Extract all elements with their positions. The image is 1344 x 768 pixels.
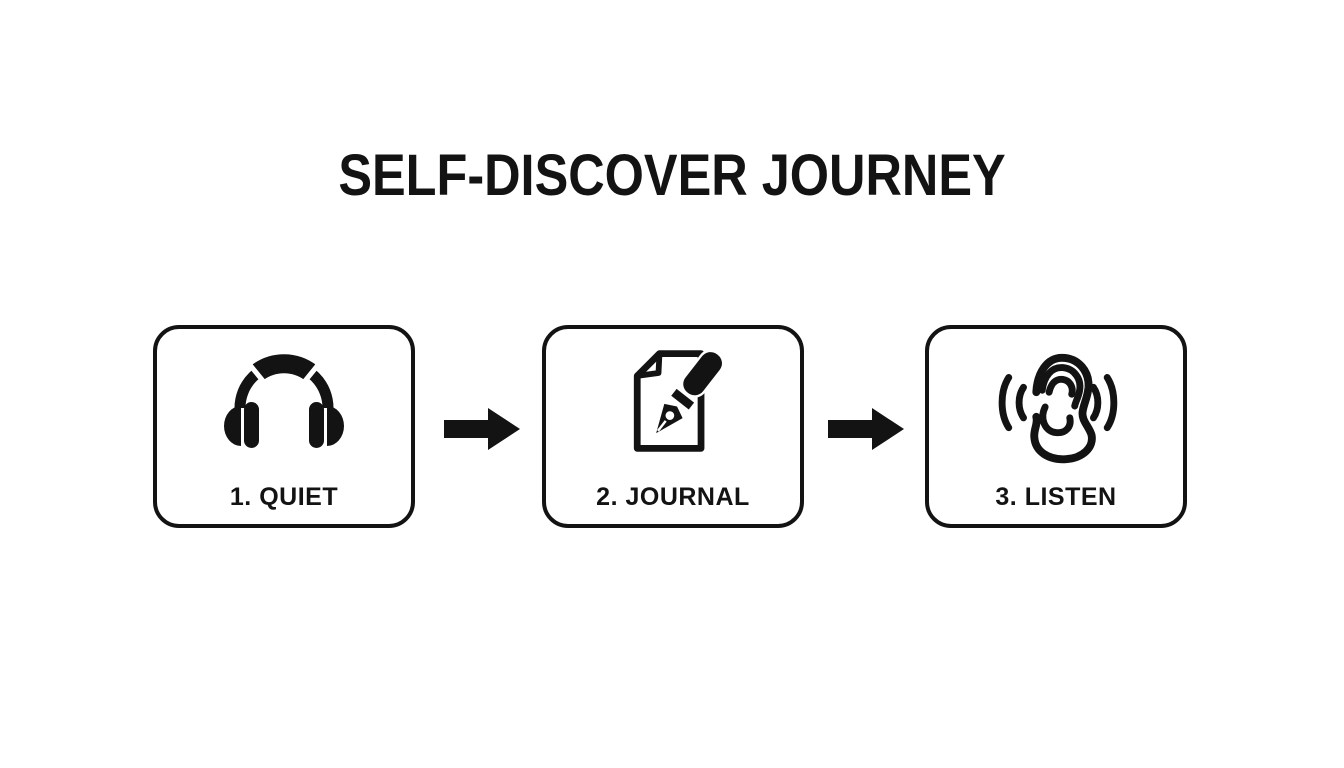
step-label-listen: 3. LISTEN — [995, 483, 1117, 511]
step-label-journal: 2. JOURNAL — [596, 483, 750, 511]
step-box-quiet: 1. QUIET — [153, 325, 415, 528]
step-box-listen: 3. LISTEN — [925, 325, 1187, 528]
journal-pen-icon — [615, 343, 731, 459]
step-box-journal: 2. JOURNAL — [542, 325, 804, 528]
ear-icon — [987, 343, 1125, 471]
arrow-right-icon — [828, 405, 906, 453]
arrow-right-icon — [444, 405, 522, 453]
page-title: SELF-DISCOVER JOURNEY — [338, 143, 1006, 208]
headphones-icon — [224, 349, 344, 451]
step-label-quiet: 1. QUIET — [229, 483, 339, 511]
